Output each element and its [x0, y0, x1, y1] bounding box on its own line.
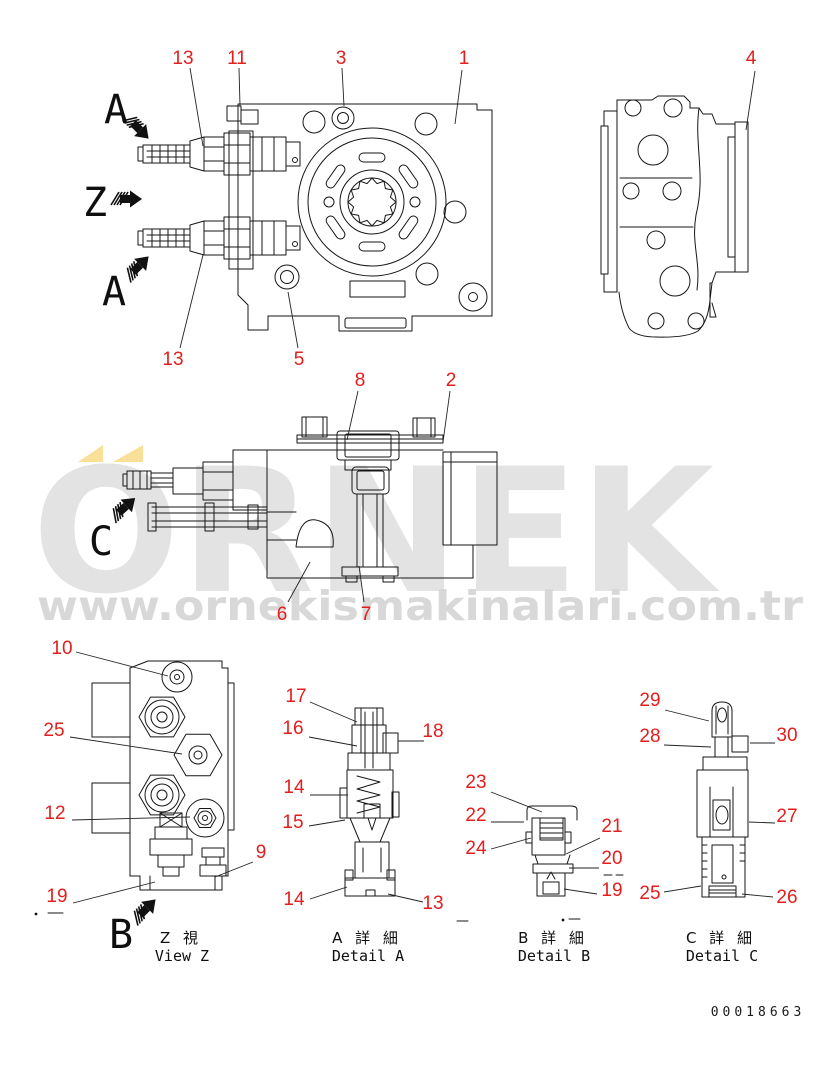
direction-arrow-Z	[110, 190, 142, 208]
callout-25: 25	[43, 720, 64, 741]
callout-18: 18	[422, 721, 443, 742]
watermark: ORNEK www.ornekismakinalari.com.tr	[32, 431, 804, 632]
view-label-cjk-3: C 詳 細	[686, 929, 756, 947]
callout-22: 22	[465, 805, 486, 826]
callout-24: 24	[465, 838, 487, 859]
direction-letter-A: A	[102, 269, 126, 315]
leader-line-13	[179, 254, 204, 349]
callout-19: 19	[46, 886, 67, 907]
callout-30: 30	[776, 725, 797, 746]
callout-4: 4	[746, 48, 757, 69]
direction-arrow-C	[112, 497, 136, 524]
leader-line-15	[308, 819, 346, 827]
view-label-cjk-2: B 詳 細	[518, 929, 588, 947]
leader-line-17	[309, 701, 358, 723]
watermark-umlaut-triangle-right	[113, 445, 143, 462]
direction-arrow-B	[133, 899, 156, 926]
callout-9: 9	[256, 842, 267, 863]
leader-line-5	[287, 291, 299, 349]
leader-line-4	[745, 70, 756, 131]
leader-line-19	[72, 881, 156, 904]
leader-line-13	[387, 893, 424, 903]
callout-10: 10	[51, 638, 72, 659]
direction-arrow-A	[126, 256, 149, 283]
end-view-drawing	[600, 95, 749, 338]
callout-29: 29	[639, 690, 660, 711]
view-label-en-3: Detail C	[686, 947, 758, 965]
direction-arrow-A	[122, 116, 149, 139]
view-z-drawing	[91, 660, 235, 891]
leader-line-3	[341, 67, 345, 107]
leader-line-9	[214, 861, 254, 878]
leader-line-7	[358, 565, 365, 603]
callout-28: 28	[639, 726, 660, 747]
leader-line-12	[71, 816, 191, 821]
watermark-umlaut-triangle-left	[78, 445, 103, 462]
callout-27: 27	[776, 806, 797, 827]
callout-5: 5	[294, 349, 305, 370]
watermark-url-text: www.ornekismakinalari.com.tr	[37, 582, 804, 630]
callout-12: 12	[44, 803, 65, 824]
direction-letter-A: A	[104, 87, 128, 133]
leader-line-28	[663, 744, 712, 748]
leader-line-2	[442, 390, 451, 443]
callout-2: 2	[446, 370, 457, 391]
detail-b-drawing	[525, 805, 578, 897]
callout-19: 19	[601, 880, 622, 901]
callout-11: 11	[227, 48, 247, 69]
direction-letter-C: C	[89, 519, 113, 565]
leader-line-26	[741, 893, 774, 898]
drawing-number: 00018663	[711, 1005, 806, 1020]
centerline-marks	[34, 874, 624, 922]
leader-line-19	[563, 888, 598, 895]
leader-line-25	[69, 736, 183, 755]
leader-line-29	[664, 709, 710, 722]
front-view-drawing	[137, 103, 493, 332]
leader-line-23	[490, 791, 543, 813]
leader-line-27	[748, 821, 776, 824]
leader-line-11	[238, 67, 241, 107]
leader-line-10	[75, 651, 169, 677]
callout-3: 3	[336, 48, 347, 69]
watermark-brand-text: ORNEK	[32, 431, 720, 632]
callout-8: 8	[355, 370, 366, 391]
view-label-en-2: Detail B	[518, 947, 590, 965]
callout-6: 6	[277, 604, 288, 625]
callout-21: 21	[601, 816, 622, 837]
view-label-en-1: Detail A	[332, 947, 404, 965]
detail-a-drawing	[339, 707, 400, 897]
leader-line-14	[309, 886, 348, 900]
view-label-cjk-1: A 詳 細	[332, 929, 402, 947]
detail-c-drawing	[696, 701, 749, 898]
callout-7: 7	[361, 604, 372, 625]
callout-23: 23	[465, 772, 486, 793]
callout-20: 20	[601, 848, 622, 869]
leader-line-16	[308, 736, 358, 747]
callout-15: 15	[282, 812, 303, 833]
callout-1: 1	[459, 48, 470, 69]
callout-13: 13	[422, 893, 443, 914]
callout-13: 13	[172, 48, 193, 69]
callout-17: 17	[285, 686, 306, 707]
callout-14: 14	[283, 777, 305, 798]
callout-13: 13	[162, 349, 183, 370]
direction-letter-B: B	[109, 912, 133, 958]
callout-25: 25	[639, 883, 660, 904]
leader-line-1	[454, 69, 463, 125]
view-label-cjk-0: Z 視	[160, 929, 202, 947]
view-label-en-0: View Z	[155, 947, 209, 965]
callout-16: 16	[282, 718, 303, 739]
leader-line-24	[490, 837, 532, 850]
callout-14: 14	[283, 889, 305, 910]
leader-line-25	[663, 885, 702, 893]
leader-line-13	[189, 67, 204, 147]
callout-26: 26	[776, 887, 797, 908]
leader-line-21	[565, 837, 601, 855]
direction-letter-Z: Z	[83, 180, 107, 226]
leader-line-8	[346, 390, 359, 441]
leader-line-6	[287, 561, 311, 603]
